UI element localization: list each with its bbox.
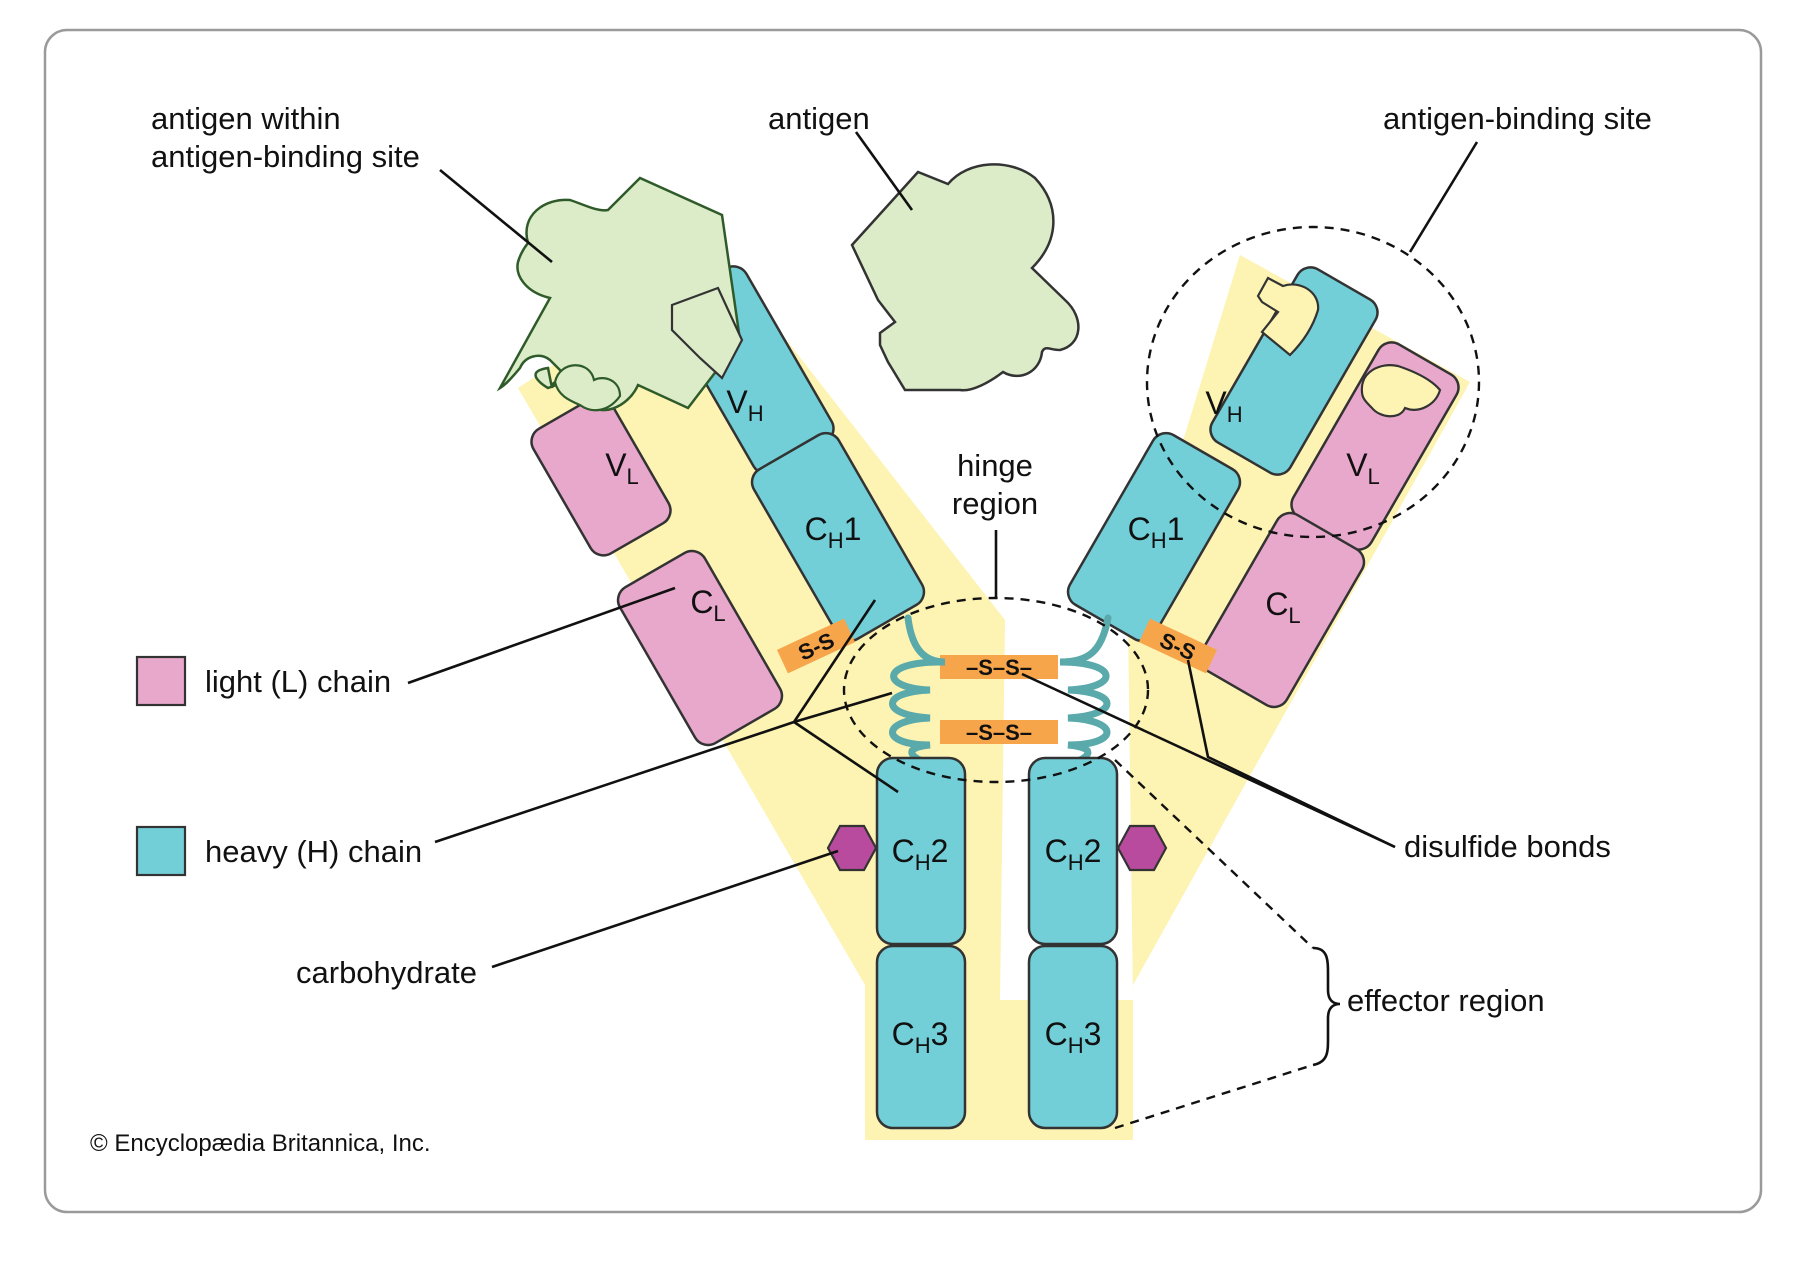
left-vl-binding-notch [553,364,622,412]
leader-antigen-binding-site [1408,141,1479,253]
callout-labels: antigen within antigen-binding site anti… [90,101,1652,1157]
label-hinge-line1: hinge [957,448,1033,483]
leader-carbohydrate [491,849,839,969]
hinge-bond-lower-label: –S–S– [966,720,1032,745]
antigen-binding-site-circle [1145,225,1481,539]
left-vh-label: VH [726,384,763,426]
leader-disulfide-arm [1186,659,1396,849]
right-ch3-label: CH3 [1045,1016,1102,1058]
left-carbohydrate [826,824,878,872]
copyright-credit: © Encyclopædia Britannica, Inc. [90,1130,431,1157]
right-arm: S-S [1066,266,1460,709]
right-vh-label: VH [1205,385,1242,427]
legend-light-swatch [135,655,187,707]
right-cl-domain [1198,511,1366,709]
domain-labels: VH VL CH1 CL VH VL CH1 CL CH2 CH2 CH3 CH… [605,384,1380,1058]
stem [826,756,1168,1130]
label-hinge-line2: region [952,486,1038,521]
right-ch2-domain [1027,756,1119,946]
left-cl-label: CL [690,584,725,626]
left-hinge-strand [889,614,946,764]
leader-heavy-chain-b [793,720,899,794]
label-effector-region: effector region [1347,983,1545,1018]
left-vl-domain [530,395,672,557]
right-vh-domain [1209,266,1379,476]
left-ch3-label: CH3 [892,1016,949,1058]
right-carbohydrate [1116,824,1168,872]
left-ch2-domain [875,756,967,946]
left-antigen-shape [496,176,742,412]
legend-light-label: light (L) chain [205,664,391,699]
legend-heavy-label: heavy (H) chain [205,834,422,869]
right-vh-binding-pocket [1256,276,1320,357]
leader-antigen-within [439,168,553,264]
right-hinge-strand [1059,614,1112,764]
left-arm: S-S [530,265,926,747]
left-ch3-domain [875,944,967,1130]
left-ch2-label: CH2 [892,833,949,875]
hinge-bond-lower [940,720,1058,744]
legend: light (L) chain heavy (H) chain [135,655,422,877]
hinge-bond-upper-label: –S–S– [966,655,1032,680]
effector-region-guide-lines [1114,759,1314,1130]
effector-region-brace [1312,946,1341,1067]
right-vl-label: VL [1346,447,1380,489]
hinge-bond-upper [940,655,1058,679]
leader-heavy-chain-c [793,691,893,724]
label-carbohydrate: carbohydrate [296,955,477,990]
hinge-disulfide-bonds: –S–S– –S–S– [940,655,1058,745]
free-antigen-shape [850,163,1080,392]
right-vl-binding-pocket [1360,364,1442,418]
right-ch1-label: CH1 [1128,511,1185,553]
label-antigen-binding-site: antigen-binding site [1383,101,1652,136]
label-antigen-within-line2: antigen-binding site [151,139,420,174]
legend-heavy-swatch [135,825,187,877]
left-vl-label: VL [605,447,639,489]
leader-lines [407,131,1479,969]
left-vh-binding-notch [670,286,744,380]
right-ch2-label: CH2 [1045,833,1102,875]
right-cl-label: CL [1265,586,1300,628]
right-ch3-domain [1027,944,1119,1130]
leader-antigen [854,131,914,211]
leader-light-chain [407,586,676,685]
left-ch1-label: CH1 [805,511,862,553]
label-antigen: antigen [768,101,870,136]
left-ch1-domain [750,431,926,643]
left-cl-domain [616,549,784,747]
label-disulfide-bonds: disulfide bonds [1404,829,1611,864]
label-antigen-within-line1: antigen within [151,101,341,136]
